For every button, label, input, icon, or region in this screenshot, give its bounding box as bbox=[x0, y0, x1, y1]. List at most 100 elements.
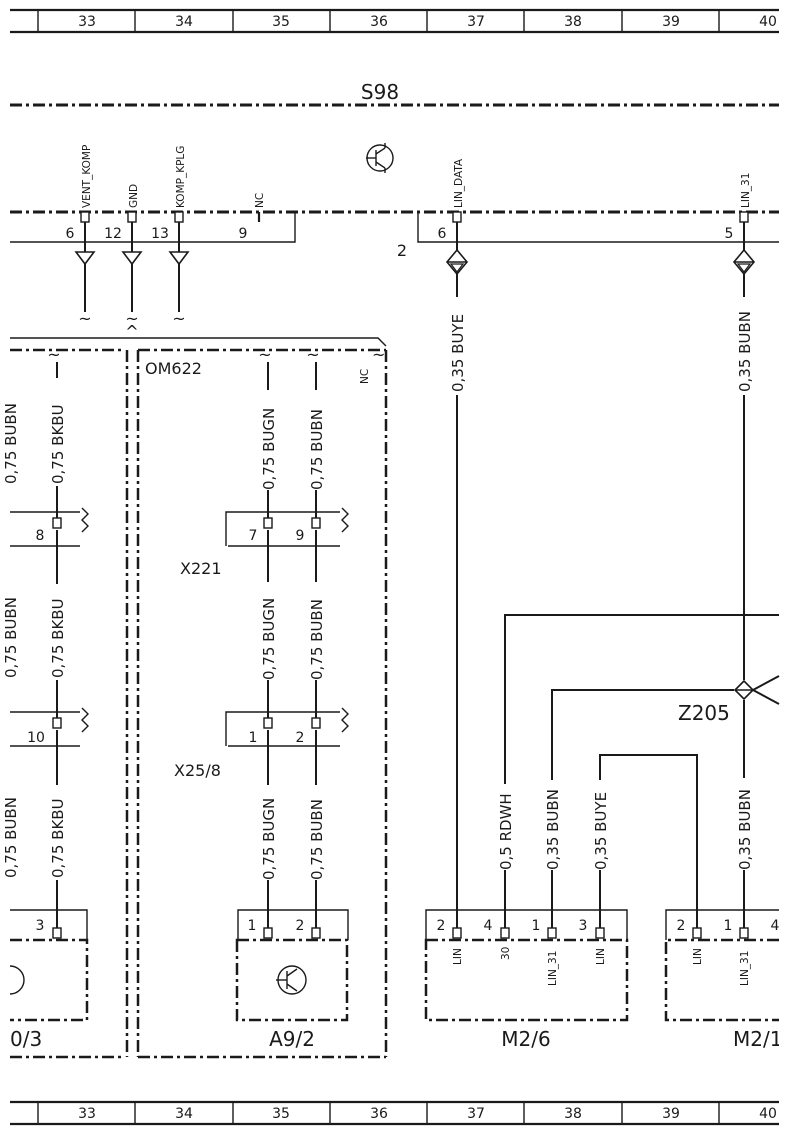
pin-number-5: 5 bbox=[725, 226, 734, 242]
x25-8-label: X25/8 bbox=[174, 761, 221, 780]
grid-col-40: 40 bbox=[759, 14, 777, 30]
grid-col-33-bottom: 33 bbox=[78, 1106, 96, 1122]
m2-1-pin-4: 4 bbox=[771, 918, 780, 934]
wire-label-bkbu-1: 0,75 BKBU bbox=[49, 404, 67, 484]
m2-6-component: 2 4 1 3 LIN 30 LIN_31 LIN M2/6 bbox=[424, 909, 629, 1051]
grid-col-37: 37 bbox=[467, 14, 485, 30]
wire-label-buye-m26: 0,35 BUYE bbox=[592, 792, 610, 870]
wire-label-rdwh: 0,5 RDWH bbox=[497, 793, 515, 870]
svg-text:^: ^ bbox=[125, 322, 138, 341]
left-component-pin-3: 3 bbox=[36, 918, 45, 934]
m2-6-pin-name-lin31: LIN_31 bbox=[547, 951, 559, 986]
wire-label-bubn-partial-2: 0,75 BUBN bbox=[2, 597, 20, 678]
a9-2-pin-1: 1 bbox=[248, 918, 257, 934]
grid-col-39-bottom: 39 bbox=[662, 1106, 680, 1122]
wire-label-bubn-m26: 0,35 BUBN bbox=[544, 789, 562, 870]
pin-name-lin-31: LIN_31 bbox=[740, 173, 752, 208]
m2-1-component: 2 1 4 LIN LIN_31 M2/1 bbox=[664, 909, 782, 1051]
svg-text:~: ~ bbox=[78, 309, 91, 328]
wire-label-bubn-partial-1: 0,75 BUBN bbox=[2, 403, 20, 484]
x25-8-pin-1: 1 bbox=[249, 730, 258, 746]
pin-name-lin-data: LIN_DATA bbox=[453, 158, 465, 208]
wire-label-bubn-m21: 0,35 BUBN bbox=[736, 789, 754, 870]
m2-6-pin-2: 2 bbox=[437, 918, 446, 934]
z205-label: Z205 bbox=[678, 701, 730, 725]
x221-connector: 8 7 9 X221 bbox=[10, 507, 349, 578]
grid-col-38: 38 bbox=[564, 14, 582, 30]
pin-number-12: 12 bbox=[104, 226, 122, 242]
a9-2-transistor-icon bbox=[276, 965, 307, 995]
grid-col-33: 33 bbox=[78, 14, 96, 30]
m2-6-pin-name-lin: LIN bbox=[452, 948, 464, 965]
grid-col-37-bottom: 37 bbox=[467, 1106, 485, 1122]
grid-col-38-bottom: 38 bbox=[564, 1106, 582, 1122]
pin-name-nc: NC bbox=[254, 193, 266, 208]
wire-label-bugn-1: 0,75 BUGN bbox=[260, 408, 278, 490]
m2-6-label: M2/6 bbox=[501, 1027, 550, 1051]
grid-col-35-bottom: 35 bbox=[272, 1106, 290, 1122]
pin-name-vent-komp: VENT_KOMP bbox=[81, 145, 93, 208]
svg-text:~: ~ bbox=[306, 345, 319, 364]
bottom-grid-strip: 33 34 35 36 37 38 39 40 bbox=[10, 1100, 779, 1126]
x25-8-pin-2: 2 bbox=[296, 730, 305, 746]
top-grid-strip: 33 34 35 36 37 38 39 40 bbox=[10, 8, 779, 34]
grid-col-35: 35 bbox=[272, 14, 290, 30]
a9-2-label: A9/2 bbox=[269, 1027, 315, 1051]
m2-6-pin-name-30: 30 bbox=[500, 947, 512, 960]
s98-module: S98 2 VENT_KOMP GND KOMP_KPLG NC LIN_DAT… bbox=[10, 80, 779, 260]
m2-1-pin-name-lin31: LIN_31 bbox=[739, 951, 751, 986]
om622-frame: ^ OM622 NC ~ bbox=[10, 322, 388, 1059]
x221-pin-7: 7 bbox=[249, 528, 258, 544]
m2-1-label: M2/1 bbox=[733, 1027, 782, 1051]
wire-label-bubn-top: 0,35 BUBN bbox=[736, 311, 754, 392]
wire-label-bubn-3: 0,75 BUBN bbox=[308, 799, 326, 880]
pin-number-6: 6 bbox=[66, 226, 75, 242]
pin-number-13: 13 bbox=[151, 226, 169, 242]
x221-label: X221 bbox=[180, 559, 222, 578]
x221-pin-9: 9 bbox=[296, 528, 305, 544]
s98-block-number: 2 bbox=[397, 241, 407, 260]
pin-number-9: 9 bbox=[239, 226, 248, 242]
m2-6-pin-3: 3 bbox=[579, 918, 588, 934]
svg-text:~: ~ bbox=[172, 309, 185, 328]
grid-col-34: 34 bbox=[175, 14, 193, 30]
m2-6-pin-4: 4 bbox=[484, 918, 493, 934]
wire-label-bkbu-3: 0,75 BKBU bbox=[49, 798, 67, 878]
transistor-icon bbox=[366, 143, 394, 173]
pin-number-6-lin: 6 bbox=[438, 226, 447, 242]
m2-6-pin-name-lin2: LIN bbox=[595, 948, 607, 965]
m2-1-pin-1: 1 bbox=[724, 918, 733, 934]
grid-col-36-bottom: 36 bbox=[370, 1106, 388, 1122]
wire-label-buye-top: 0,35 BUYE bbox=[449, 314, 467, 392]
m2-6-pin-1: 1 bbox=[532, 918, 541, 934]
m2-1-pin-2: 2 bbox=[677, 918, 686, 934]
left-partial-component: 3 0/3 bbox=[9, 909, 89, 1051]
left-component-label: 0/3 bbox=[10, 1027, 42, 1051]
z205-splice: Z205 0,5 RDWH 0,35 BUBN 0,35 BUYE 0,35 B… bbox=[497, 614, 780, 928]
grid-col-36: 36 bbox=[370, 14, 388, 30]
wire-label-bugn-2: 0,75 BUGN bbox=[260, 598, 278, 680]
grid-col-40-bottom: 40 bbox=[759, 1106, 777, 1122]
wire-label-bubn-1: 0,75 BUBN bbox=[308, 409, 326, 490]
om622-label: OM622 bbox=[145, 359, 202, 378]
a9-2-pin-2: 2 bbox=[296, 918, 305, 934]
wire-label-bubn-partial-3: 0,75 BUBN bbox=[2, 797, 20, 878]
svg-text:~: ~ bbox=[372, 345, 385, 364]
m2-1-pin-name-lin: LIN bbox=[692, 948, 704, 965]
lin-bus-wires bbox=[445, 222, 756, 928]
x25-8-connector: 10 1 2 X25/8 bbox=[10, 707, 349, 780]
svg-text:~: ~ bbox=[47, 345, 60, 364]
wire-label-bugn-3: 0,75 BUGN bbox=[260, 798, 278, 880]
pin-name-komp-kplg: KOMP_KPLG bbox=[175, 146, 187, 208]
x25-8-pin-10: 10 bbox=[27, 730, 45, 746]
om622-nc-label: NC bbox=[359, 369, 371, 384]
grid-col-34-bottom: 34 bbox=[175, 1106, 193, 1122]
pin-name-gnd: GND bbox=[128, 184, 140, 208]
svg-text:~: ~ bbox=[125, 309, 138, 328]
x221-pin-8: 8 bbox=[36, 528, 45, 544]
wire-label-bkbu-2: 0,75 BKBU bbox=[49, 598, 67, 678]
svg-text:~: ~ bbox=[258, 345, 271, 364]
om622-wires: ~ ~ 0,75 BUGN 0,75 BUBN 0,75 BUGN 0,75 B… bbox=[258, 345, 326, 930]
grid-col-39: 39 bbox=[662, 14, 680, 30]
